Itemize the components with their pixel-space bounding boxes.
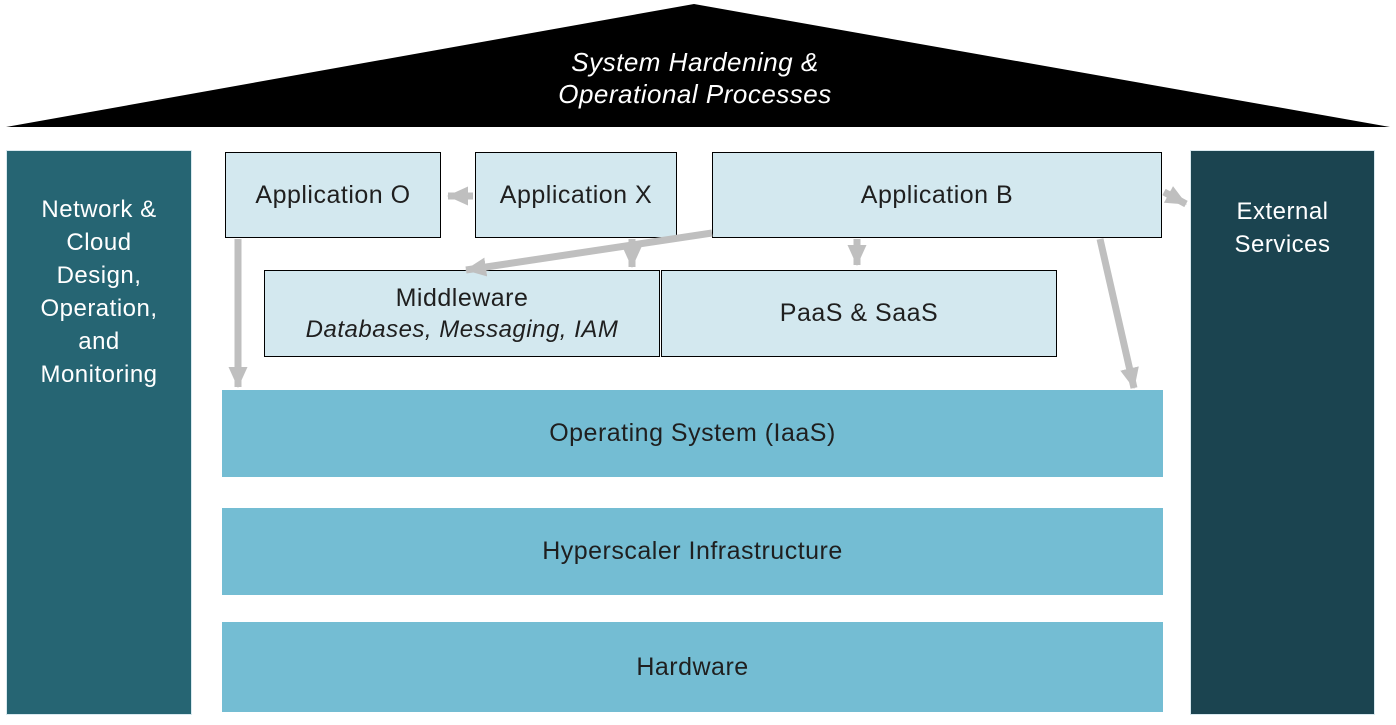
arrow-application-b-to-middleware — [465, 229, 713, 277]
arrow-application-b-to-external-services — [1162, 186, 1188, 208]
left-pillar-label: Network & Cloud Design, Operation, and M… — [40, 196, 158, 388]
box-application-o-label: Application O — [255, 180, 411, 209]
box-paas-saas-label: PaaS & SaaS — [779, 299, 939, 327]
box-middleware-title: Middleware — [395, 283, 529, 312]
box-middleware-subtitle: Databases, Messaging, IAM — [305, 315, 619, 343]
roof-label: System Hardening & Operational Processes — [558, 47, 832, 109]
bar-hardware-label: Hardware — [636, 652, 749, 681]
bar-hardware: Hardware — [222, 622, 1163, 712]
bar-hyperscaler-infrastructure-label: Hyperscaler Infrastructure — [542, 537, 843, 565]
pillar-network-cloud: Network & Cloud Design, Operation, and M… — [6, 150, 192, 715]
box-application-b-label: Application B — [860, 180, 1014, 209]
box-middleware: Middleware Databases, Messaging, IAM — [264, 270, 660, 357]
box-paas-saas: PaaS & SaaS — [661, 270, 1057, 357]
pillar-external-services: External Services — [1190, 150, 1375, 715]
box-application-x-label: Application X — [499, 180, 653, 209]
arrow-application-b-to-operating-system — [1096, 238, 1139, 389]
bar-operating-system-label: Operating System (IaaS) — [549, 419, 836, 447]
right-pillar-label: External Services — [1234, 198, 1331, 258]
box-application-o: Application O — [225, 152, 441, 238]
bar-operating-system: Operating System (IaaS) — [222, 390, 1163, 477]
box-application-x: Application X — [475, 152, 677, 238]
box-application-b: Application B — [712, 152, 1162, 238]
bar-hyperscaler-infrastructure: Hyperscaler Infrastructure — [222, 508, 1163, 595]
